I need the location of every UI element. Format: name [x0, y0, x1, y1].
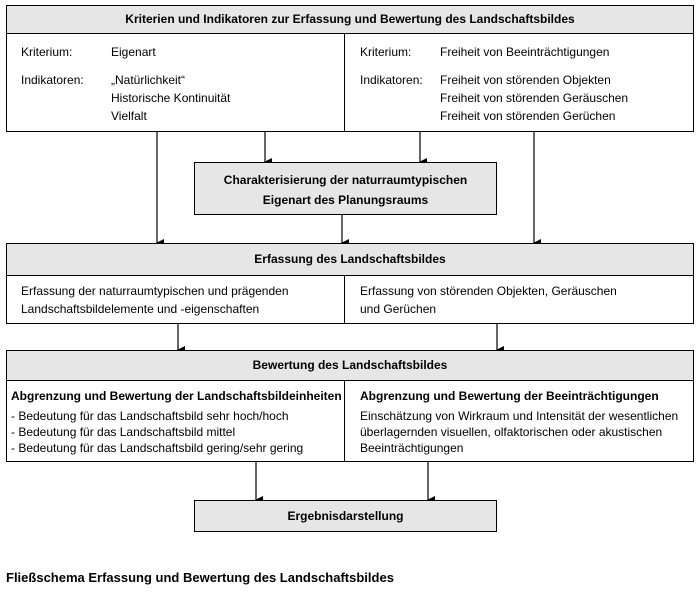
criteria-box-divider	[344, 34, 345, 131]
criterion-label-left: Kriterium:	[21, 45, 73, 59]
erfassung-box-title: Erfassung des Landschaftsbildes	[254, 252, 446, 266]
criteria-right-column: Kriterium: Freiheit von Beeinträchtigunge…	[360, 43, 690, 125]
criteria-box-title: Kriterien und Indikatoren zur Erfassung …	[125, 12, 575, 26]
bewertung-left-item-2: - Bedeutung für das Landschaftsbild mitt…	[11, 425, 236, 439]
erfassung-right-text: Erfassung von störenden Objekten, Geräus…	[360, 282, 690, 318]
criteria-box-header: Kriterien und Indikatoren zur Erfassung …	[7, 6, 693, 34]
bewertung-box: Bewertung des Landschaftsbildes Abgrenzu…	[6, 350, 694, 462]
characterization-line-1: Charakterisierung der naturraumtypischen	[223, 173, 468, 187]
bewertung-right-line-1: Einschätzung von Wirkraum und Intensität…	[360, 409, 679, 423]
indicator-right-2: Freiheit von störenden Gerüchen	[440, 109, 616, 123]
characterization-line-2: Eigenart des Planungsraums	[262, 193, 429, 207]
ergebnis-box: Ergebnisdarstellung	[194, 500, 497, 532]
ergebnis-title: Ergebnisdarstellung	[287, 509, 404, 523]
bewertung-left-item-1: - Bedeutung für das Landschaftsbild sehr…	[11, 409, 289, 423]
criterion-label-right: Kriterium:	[360, 45, 412, 59]
criterion-value-left: Eigenart	[111, 45, 156, 59]
bewertung-box-header: Bewertung des Landschaftsbildes	[7, 351, 693, 381]
criteria-box: Kriterien und Indikatoren zur Erfassung …	[6, 5, 694, 132]
indicator-left-0: „Natürlichkeit“	[111, 73, 186, 87]
erfassung-box: Erfassung des Landschaftsbildes Erfassun…	[6, 243, 694, 324]
bewertung-right-line-2: überlagernden visuellen, olfaktorischen …	[360, 425, 663, 439]
bewertung-box-divider	[344, 381, 345, 461]
indicator-left-2: Vielfalt	[111, 109, 147, 123]
erfassung-box-divider	[344, 276, 345, 323]
characterization-box: Charakterisierung der naturraumtypischen…	[194, 162, 497, 215]
erfassung-left-line-2: Landschaftsbildelemente und -eigenschaft…	[21, 302, 260, 316]
bewertung-left-text: Abgrenzung und Bewertung der Landschafts…	[11, 388, 343, 456]
figure-caption: Fließschema Erfassung und Bewertung des …	[6, 570, 394, 585]
indicator-label-left: Indikatoren:	[21, 73, 84, 87]
indicator-label-right: Indikatoren:	[360, 73, 423, 87]
erfassung-right-line-2: und Gerüchen	[360, 302, 437, 316]
indicator-right-0: Freiheit von störenden Objekten	[440, 73, 611, 87]
erfassung-box-header: Erfassung des Landschaftsbildes	[7, 244, 693, 276]
bewertung-right-line-3: Beeinträchtigungen	[360, 441, 464, 455]
indicator-left-1: Historische Kontinuität	[111, 91, 231, 105]
figure-caption-text: Fließschema Erfassung und Bewertung des …	[6, 570, 394, 585]
erfassung-left-text: Erfassung der naturraumtypischen und prä…	[21, 282, 341, 318]
bewertung-left-item-3: - Bedeutung für das Landschaftsbild geri…	[11, 441, 304, 455]
erfassung-right-line-1: Erfassung von störenden Objekten, Geräus…	[360, 284, 617, 298]
bewertung-box-title: Bewertung des Landschaftsbildes	[252, 358, 448, 372]
criterion-value-right: Freiheit von Beeinträchtigungen	[440, 45, 610, 59]
erfassung-left-line-1: Erfassung der naturraumtypischen und prä…	[21, 284, 289, 298]
bewertung-right-heading: Abgrenzung und Bewertung der Beeinträcht…	[360, 389, 659, 403]
bewertung-left-heading: Abgrenzung und Bewertung der Landschafts…	[11, 389, 342, 403]
bewertung-right-text: Abgrenzung und Bewertung der Beeinträcht…	[360, 388, 692, 456]
indicator-right-1: Freiheit von störenden Geräuschen	[440, 91, 629, 105]
criteria-left-column: Kriterium: Eigenart Indikatoren: „Natürlic…	[21, 43, 341, 125]
